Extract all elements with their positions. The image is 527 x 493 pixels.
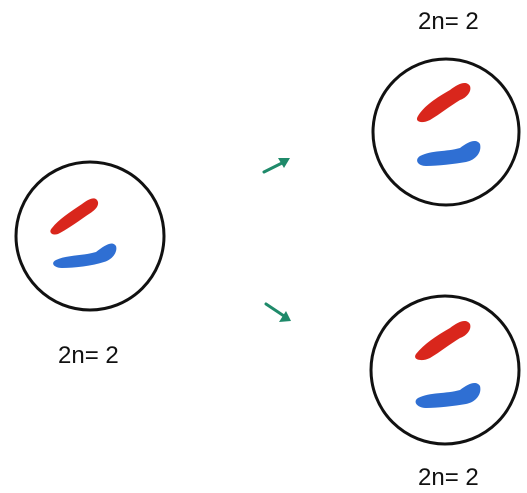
daughter-cell-bottom bbox=[369, 294, 521, 446]
parent-red-chromosome bbox=[50, 198, 99, 235]
top-blue-chromosome bbox=[417, 141, 481, 166]
parent-cell bbox=[14, 160, 166, 312]
arrow-icon-up bbox=[262, 158, 290, 174]
top-cell-membrane bbox=[371, 57, 521, 207]
daughter-cell-top bbox=[371, 57, 521, 207]
bottom-red-chromosome bbox=[415, 321, 471, 361]
parent-cell-membrane bbox=[14, 160, 166, 312]
parent-blue-chromosome bbox=[53, 243, 117, 268]
bottom-blue-chromosome bbox=[415, 383, 481, 408]
parent-cell-ploidy-label: 2n= 2 bbox=[58, 342, 119, 369]
arrow-icon-down bbox=[264, 302, 291, 322]
bottom-cell-membrane bbox=[369, 294, 521, 446]
top-red-chromosome bbox=[416, 83, 471, 123]
bottom-cell-ploidy-label: 2n= 2 bbox=[418, 464, 479, 491]
top-cell-ploidy-label: 2n= 2 bbox=[418, 8, 479, 35]
